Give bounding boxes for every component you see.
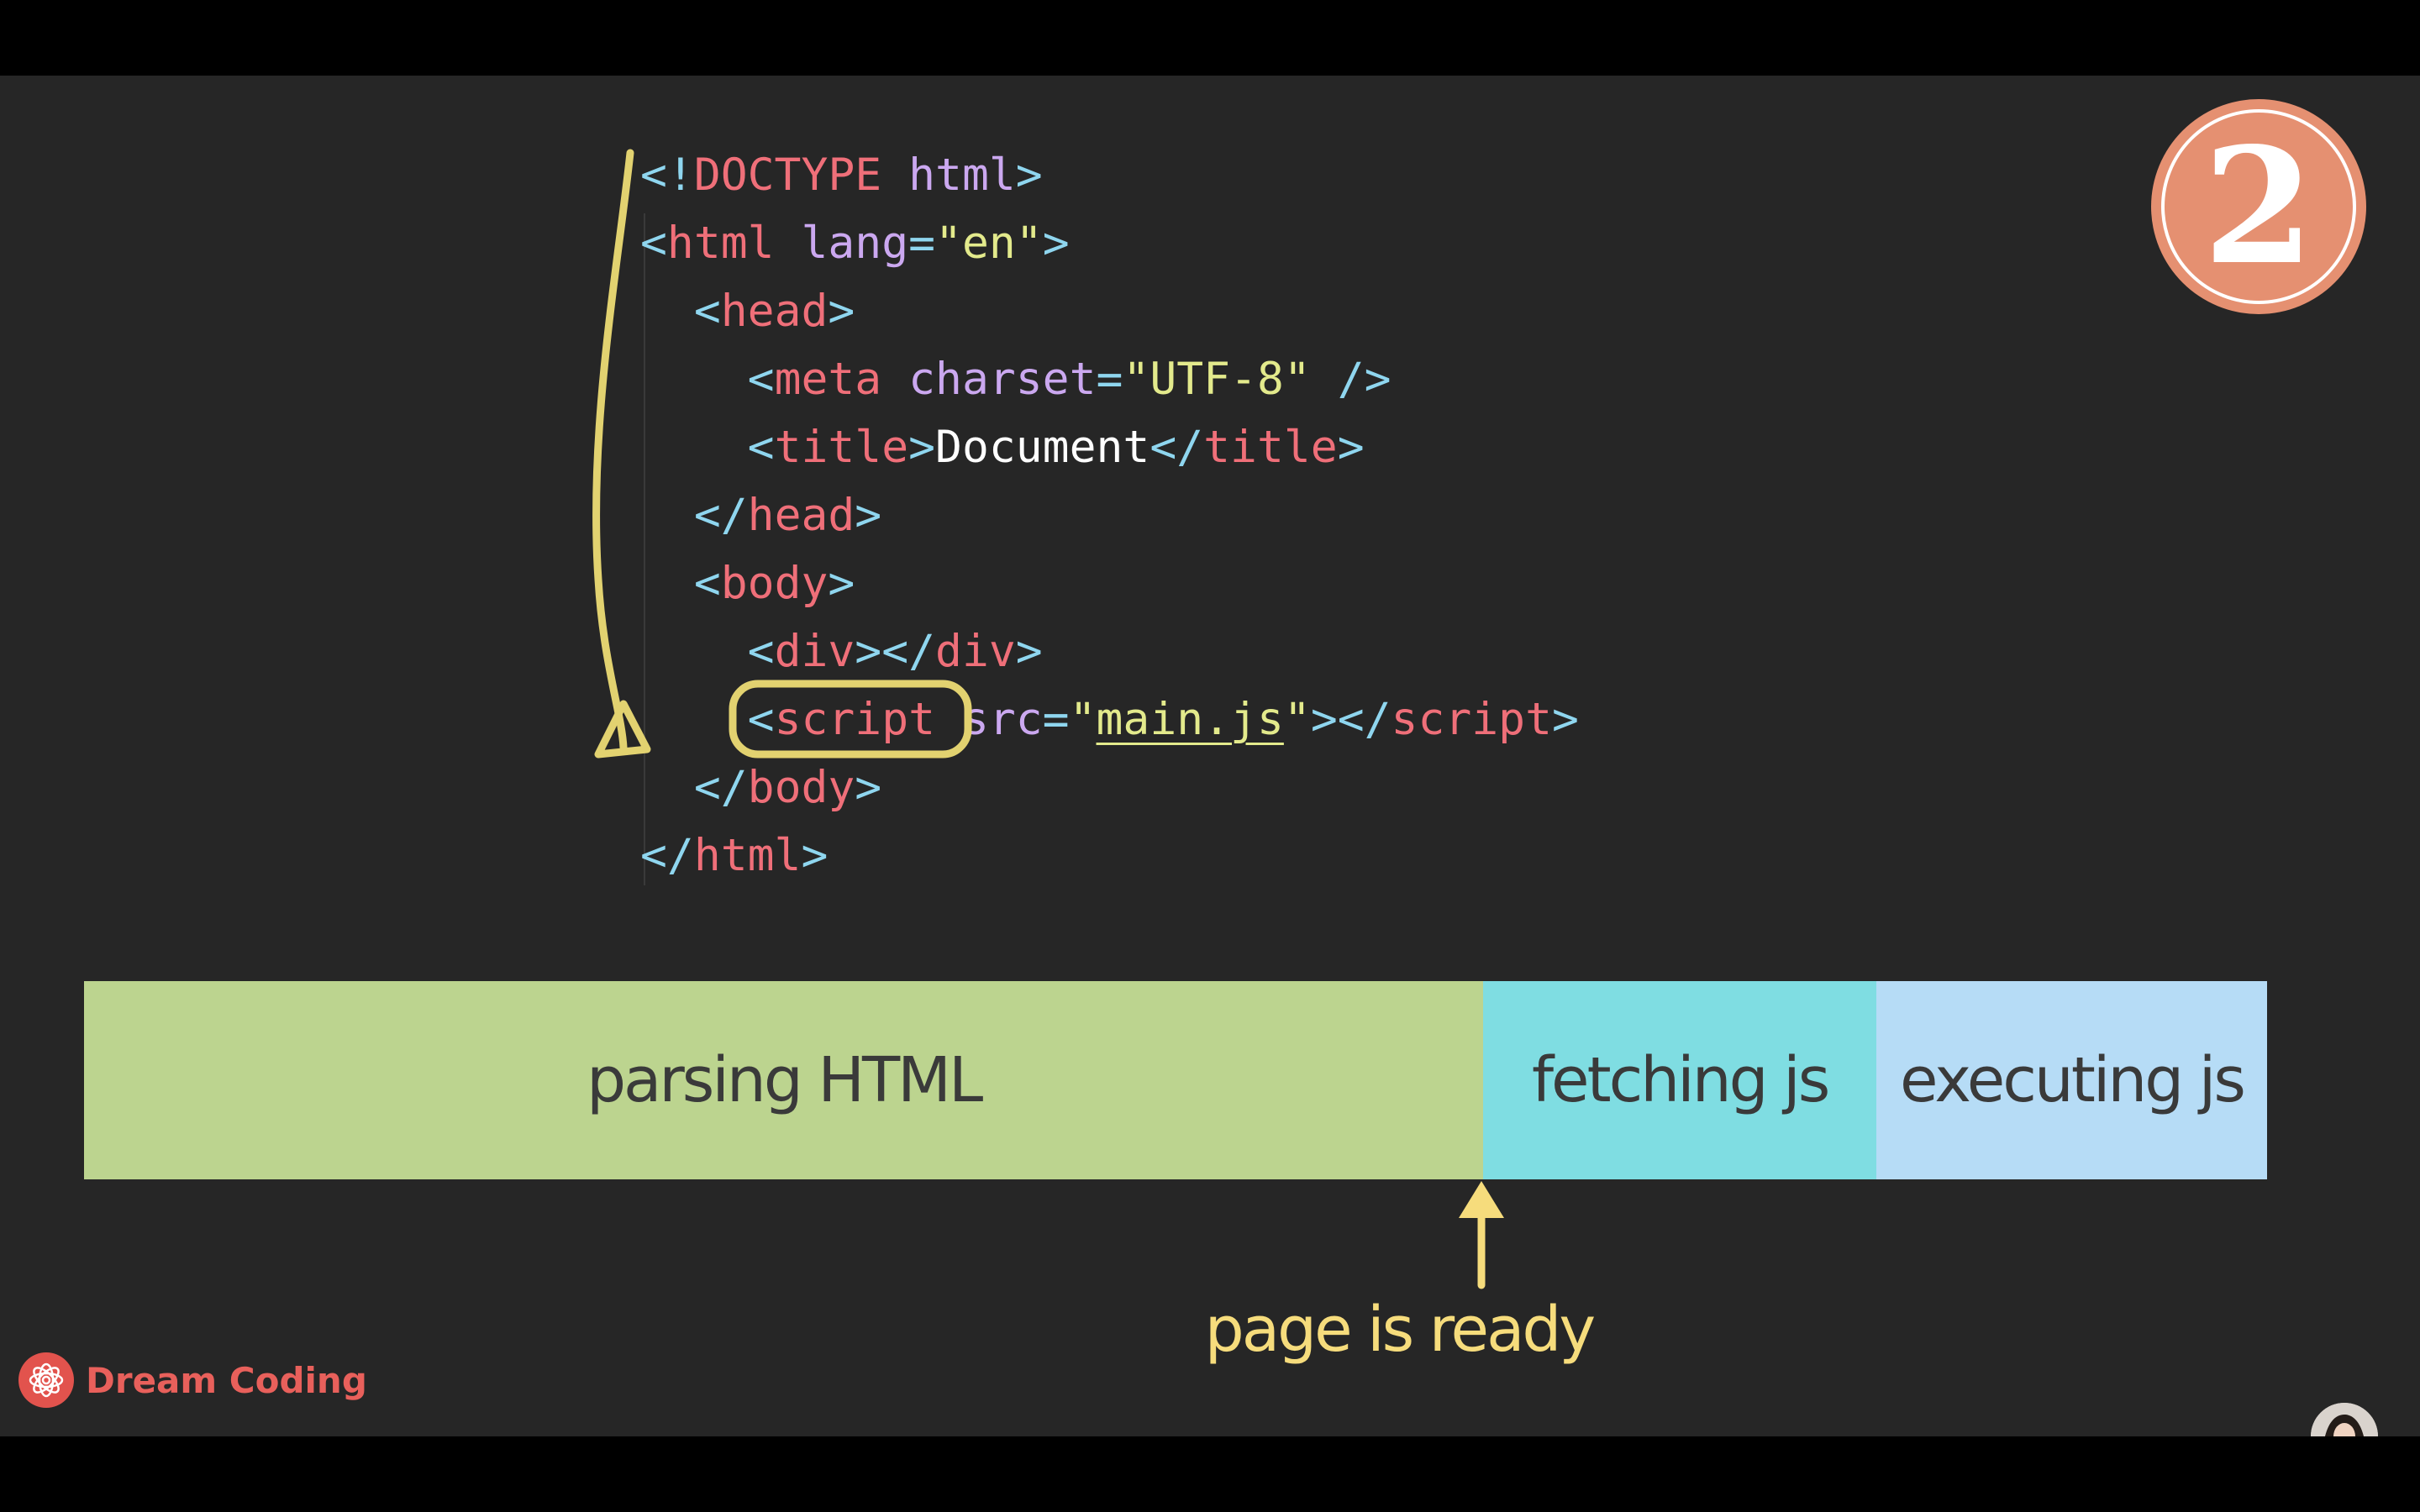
code-token: ": [1283, 694, 1311, 745]
flow-arrow-stroke: [592, 149, 634, 752]
code-token: script: [1391, 694, 1552, 745]
code-token: =: [1042, 694, 1070, 745]
code-token: >: [828, 558, 855, 609]
step-number: 2: [2161, 109, 2356, 304]
code-token: <!: [640, 150, 694, 201]
code-line: <!DOCTYPE html>: [640, 141, 1579, 209]
code-line: <title>Document</title>: [640, 413, 1579, 481]
code-token: </: [693, 762, 748, 813]
code-line: </head>: [640, 481, 1579, 549]
code-token: body: [720, 558, 829, 609]
timeline-segment: parsing HTML: [84, 981, 1484, 1179]
code-token: "en": [935, 218, 1043, 269]
slide: <!DOCTYPE html><html lang="en"> <head> <…: [0, 76, 2420, 1436]
code-token: >: [1337, 422, 1365, 473]
timeline-segment: executing js: [1876, 981, 2267, 1179]
code-token: div: [774, 626, 855, 677]
code-token: html: [693, 830, 802, 881]
code-line: <meta charset="UTF-8" />: [640, 345, 1579, 413]
code-token: >: [1015, 626, 1043, 677]
code-line: <html lang="en">: [640, 209, 1579, 277]
code-token: >: [855, 490, 882, 541]
flow-arrow-head: [594, 700, 651, 759]
code-token: <: [747, 422, 775, 473]
code-line: </body>: [640, 753, 1579, 822]
code-token: ": [1069, 694, 1097, 745]
code-token: >: [855, 762, 882, 813]
code-token: <: [693, 286, 721, 337]
code-token: =: [1096, 354, 1123, 405]
code-token: >: [801, 830, 829, 881]
code-token: >: [1552, 694, 1579, 745]
code-token: ></: [1310, 694, 1392, 745]
code-token: =: [908, 218, 936, 269]
flower-logo-icon: [18, 1352, 74, 1408]
brand: Dream Coding: [18, 1352, 367, 1408]
code-line: <head>: [640, 277, 1579, 345]
code-line: </html>: [640, 822, 1579, 890]
code-token: <: [747, 626, 775, 677]
step-badge: 2: [2151, 99, 2366, 314]
code-token: meta: [774, 354, 882, 405]
code-token: title: [1203, 422, 1338, 473]
code-token: <: [747, 354, 775, 405]
code-token: "UTF-8": [1123, 354, 1311, 405]
code-token: <: [747, 694, 775, 745]
code-token: DOCTYPE: [693, 150, 882, 201]
timeline-segment: fetching js: [1483, 981, 1876, 1179]
code-token: html: [908, 150, 1016, 201]
indent-guide: [644, 213, 645, 885]
code-token: main.js: [1096, 694, 1284, 745]
code-line: <div></div>: [640, 617, 1579, 685]
code-token: <: [693, 558, 721, 609]
code-token: <: [640, 218, 667, 269]
code-token: />: [1310, 354, 1392, 405]
code-token: head: [747, 490, 855, 541]
code-token: src: [961, 694, 1043, 745]
code-token: title: [774, 422, 909, 473]
code-block: <!DOCTYPE html><html lang="en"> <head> <…: [640, 141, 1579, 890]
code-token: >: [1015, 150, 1043, 201]
code-token: >: [828, 286, 855, 337]
ready-arrow-head: [1459, 1181, 1504, 1218]
code-token: </: [1150, 422, 1204, 473]
code-token: lang: [801, 218, 909, 269]
code-token: ></: [855, 626, 936, 677]
code-token: charset: [908, 354, 1097, 405]
code-token: >: [1042, 218, 1070, 269]
code-token: </: [693, 490, 748, 541]
code-token: </: [640, 830, 694, 881]
code-token: body: [747, 762, 855, 813]
code-token: html: [666, 218, 775, 269]
code-line: <body>: [640, 549, 1579, 617]
annotation-layer: [592, 149, 1504, 1289]
brand-name: Dream Coding: [86, 1359, 367, 1401]
code-token: div: [935, 626, 1016, 677]
code-line: <script src="main.js"></script>: [640, 685, 1579, 753]
code-token: script: [774, 694, 936, 745]
code-token: Document: [935, 422, 1150, 473]
code-token: head: [720, 286, 829, 337]
script-highlight-box: [729, 680, 972, 759]
page-ready-label: page is ready: [1204, 1294, 1596, 1366]
code-token: >: [908, 422, 936, 473]
